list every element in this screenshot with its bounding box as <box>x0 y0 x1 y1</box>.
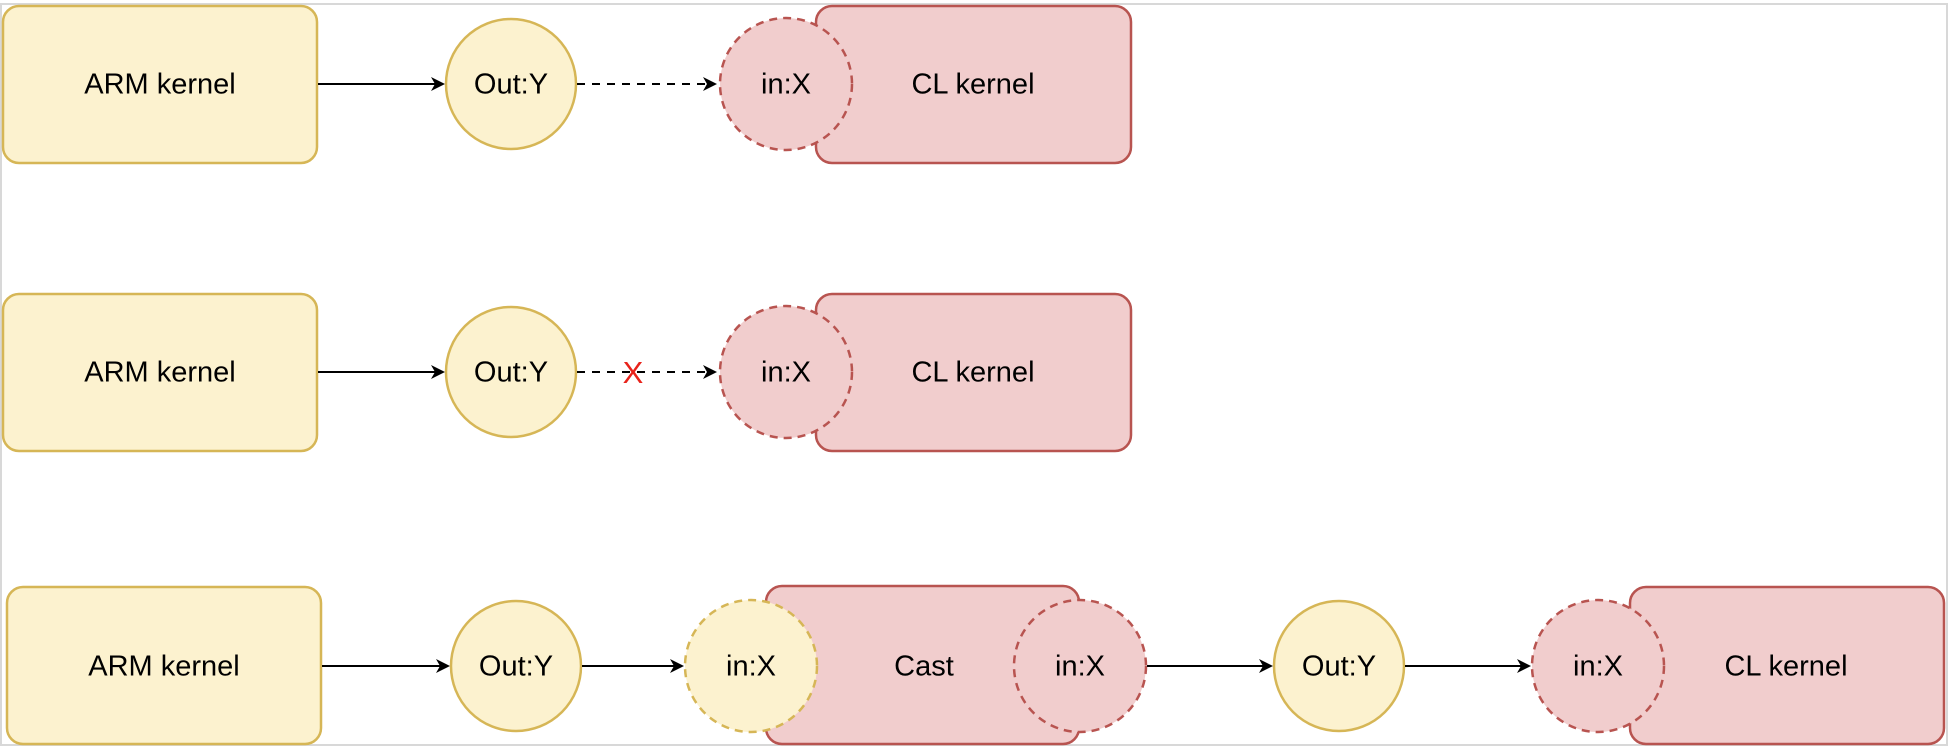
cl-kernel-label: CL kernel <box>911 357 1034 389</box>
arm-kernel-label: ARM kernel <box>84 69 236 101</box>
in-x-node[interactable] <box>718 304 854 440</box>
arm-kernel-box[interactable] <box>1 292 319 453</box>
out-y-node[interactable] <box>444 305 578 439</box>
blocked-mark: X <box>623 355 644 390</box>
row-3: ARM kernel Out:Y Cast in:X in:X Out:Y CL… <box>5 584 1946 746</box>
out-y-label: Out:Y <box>474 357 548 389</box>
arm-kernel-box[interactable] <box>1 4 319 165</box>
in-x-node[interactable] <box>718 16 854 152</box>
cl-kernel-label: CL kernel <box>1724 651 1847 683</box>
cast-input-node[interactable] <box>683 598 819 734</box>
out-y-node[interactable] <box>449 599 583 733</box>
cast-output-node[interactable] <box>1012 598 1148 734</box>
in-x-node[interactable] <box>1530 598 1666 734</box>
out-y-label: Out:Y <box>474 69 548 101</box>
cast-label: Cast <box>894 651 954 683</box>
cast-output-label: in:X <box>1055 651 1105 683</box>
out-y-node[interactable] <box>444 17 578 151</box>
row-2: ARM kernel Out:Y X CL kernel in:X <box>1 292 1133 453</box>
in-x-label: in:X <box>761 357 811 389</box>
out-y-label-2: Out:Y <box>1302 651 1376 683</box>
in-x-label: in:X <box>1573 651 1623 683</box>
arm-kernel-box[interactable] <box>5 585 323 746</box>
row-1: ARM kernel Out:Y CL kernel in:X <box>1 4 1133 165</box>
arm-kernel-label: ARM kernel <box>84 357 236 389</box>
out-y-node-2[interactable] <box>1272 599 1406 733</box>
in-x-label: in:X <box>761 69 811 101</box>
cl-kernel-label: CL kernel <box>911 69 1034 101</box>
out-y-label: Out:Y <box>479 651 553 683</box>
arm-kernel-label: ARM kernel <box>88 651 240 683</box>
cast-input-label: in:X <box>726 651 776 683</box>
